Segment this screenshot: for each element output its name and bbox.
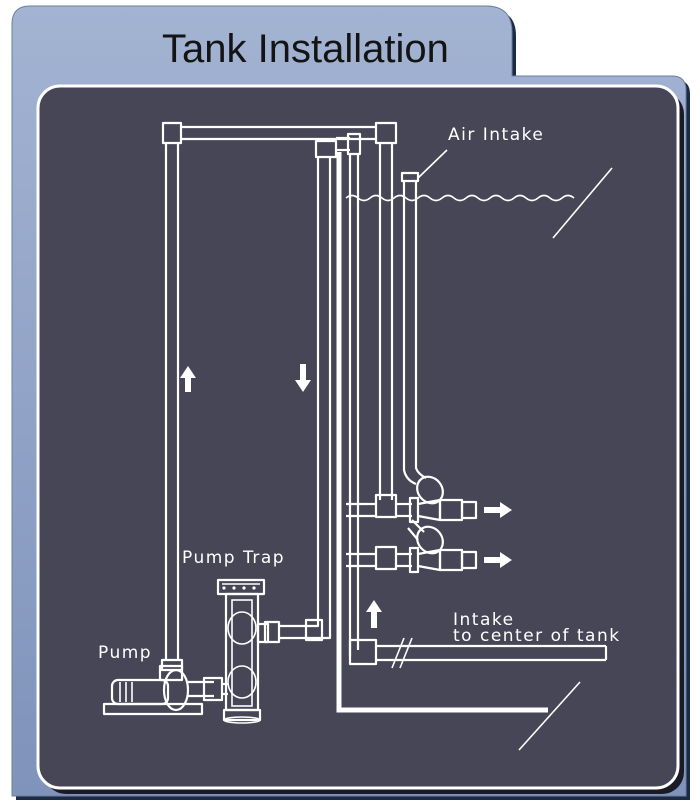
arrow-right-outlet-bottom: [484, 552, 512, 568]
pump: [102, 664, 228, 716]
venturi-manifold: [346, 210, 478, 640]
arrow-right-outlet-top: [484, 502, 512, 518]
tank-wall: [336, 152, 548, 713]
label-air-intake: Air Intake: [448, 125, 544, 145]
arrow-up-supply: [180, 366, 196, 392]
pump-trap: [216, 578, 270, 724]
label-intake: Intake: [453, 610, 515, 630]
label-pump-trap: Pump Trap: [182, 548, 285, 568]
intake-pipe: [348, 637, 608, 669]
water-line: [345, 194, 575, 202]
tank-wall-hatch-top: [552, 167, 613, 239]
arrow-up-intake: [366, 600, 382, 628]
air-intake-pipe: [400, 149, 448, 486]
label-pump: Pump: [98, 643, 152, 663]
tank-wall-hatch-bottom: [518, 681, 581, 751]
page-title: Tank Installation: [162, 27, 449, 71]
return-pipe: [263, 132, 362, 644]
arrow-down-return: [295, 364, 311, 392]
label-intake-center: to center of tank: [453, 626, 621, 646]
